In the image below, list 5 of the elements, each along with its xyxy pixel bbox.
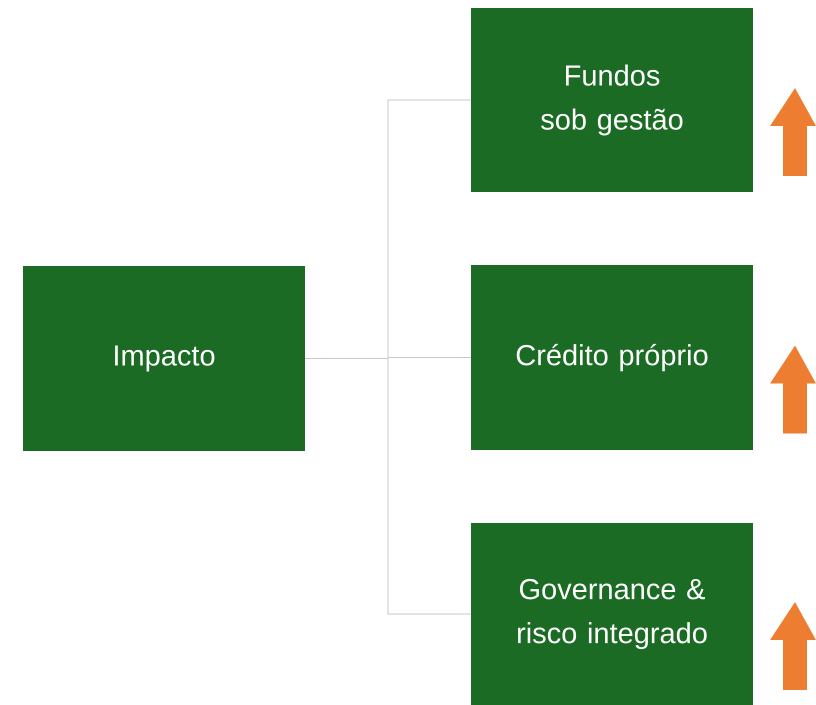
- process-box: Governance & risco integrado: [471, 523, 753, 705]
- connector-line: [304, 358, 472, 614]
- process-box: Fundos sob gestão: [471, 8, 753, 192]
- process-box: Impacto: [23, 266, 305, 451]
- process-box: Crédito próprio: [471, 265, 753, 450]
